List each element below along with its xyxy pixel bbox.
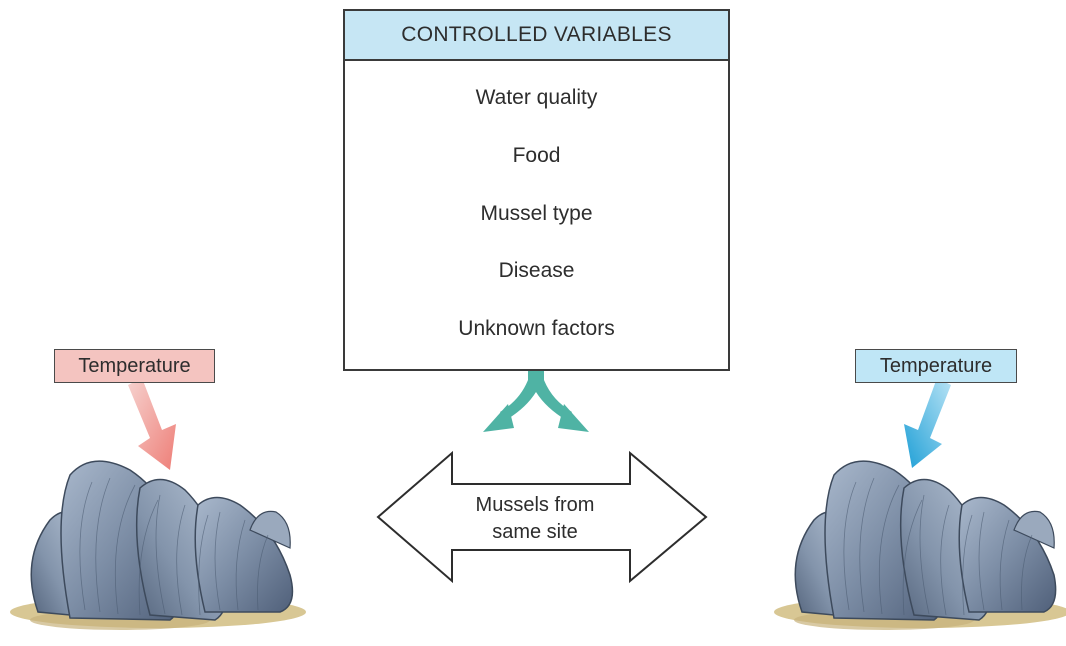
controlled-variables-title: CONTROLLED VARIABLES [345,11,728,61]
right-temperature-arrow [904,378,951,468]
variable-water-quality: Water quality [343,86,730,110]
right-temperature-label: Temperature [855,349,1017,383]
right-mussel-cluster [774,461,1066,630]
variable-unknown-factors: Unknown factors [343,317,730,341]
center-label-line1: Mussels from [440,492,630,519]
variable-disease: Disease [343,259,730,283]
variable-food: Food [343,144,730,168]
variable-mussel-type: Mussel type [343,202,730,226]
left-mussel-cluster [10,461,306,630]
center-label-line2: same site [440,519,630,546]
left-temperature-arrow [128,378,176,470]
left-temperature-label: Temperature [54,349,215,383]
